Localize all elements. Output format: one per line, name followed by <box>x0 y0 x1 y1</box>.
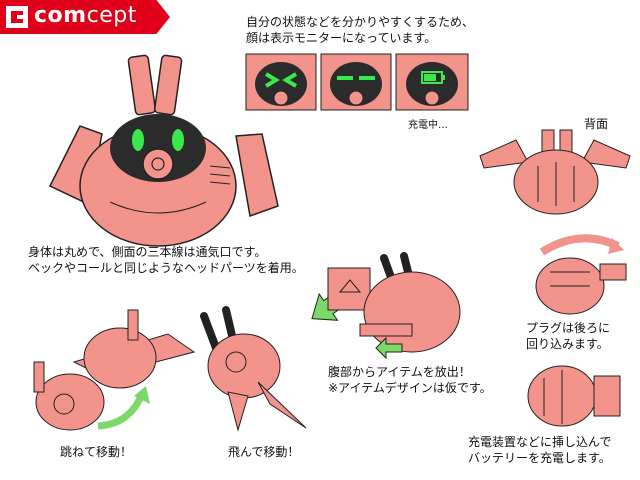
body-description-note: 身体は丸めで、側面の三本線は通気口です。 ベックやコールと同じようなヘッドパーツ… <box>28 244 304 276</box>
item-release-note: 腹部からアイテムを放出！ ※アイテムデザインは仮です。 <box>328 364 492 396</box>
plug-note: プラグは後ろに 回り込みます。 <box>526 320 610 352</box>
body-description-line1: 身体は丸めで、側面の三本線は通気口です。 <box>28 245 267 259</box>
brand-name-light: cept <box>86 3 137 28</box>
item-release-line1: 腹部からアイテムを放出！ <box>328 365 471 379</box>
brand-banner: comcept <box>0 0 180 34</box>
jump-label: 跳ねて移動！ <box>60 445 133 459</box>
item-release-line2: ※アイテムデザインは仮です。 <box>328 381 492 395</box>
charging-label: 充電中… <box>408 120 448 131</box>
robot-fly-view <box>200 306 307 432</box>
robot-jump-view <box>33 309 196 431</box>
body-description-line2: ベックやコールと同じようなヘッドパーツを着用。 <box>28 261 304 275</box>
brand-name-bold: com <box>34 3 87 28</box>
face-panel-happy <box>245 53 317 111</box>
brand-name: comcept <box>34 3 137 28</box>
face-panel-charging <box>395 53 469 111</box>
plug-note-line1: プラグは後ろに <box>526 321 611 335</box>
robot-back-view <box>479 129 631 215</box>
face-monitor-note-line1: 自分の状態などを分かりやすくするため、 <box>246 15 475 29</box>
back-view-label: 背面 <box>584 117 609 131</box>
face-monitor-note: 自分の状態などを分かりやすくするため、 顔は表示モニターになっています。 <box>246 14 474 46</box>
fly-label: 飛んで移動！ <box>228 445 300 459</box>
charge-note-line2: バッテリーを充電します。 <box>468 451 611 465</box>
robot-plug-rotation-view <box>535 234 627 315</box>
face-panel-neutral <box>320 53 392 111</box>
charge-note: 充電装置などに挿し込んで バッテリーを充電します。 <box>468 434 611 466</box>
face-expression-panels <box>245 53 469 111</box>
charge-note-line1: 充電装置などに挿し込んで <box>468 435 612 449</box>
plug-note-line2: 回り込みます。 <box>526 337 609 351</box>
brand-banner-background <box>0 0 170 34</box>
face-monitor-note-line2: 顔は表示モニターになっています。 <box>246 31 437 45</box>
robot-front-view <box>48 54 279 247</box>
robot-item-release-view <box>311 252 461 360</box>
brand-logo-icon <box>6 6 28 28</box>
robot-charging-view <box>527 365 621 427</box>
